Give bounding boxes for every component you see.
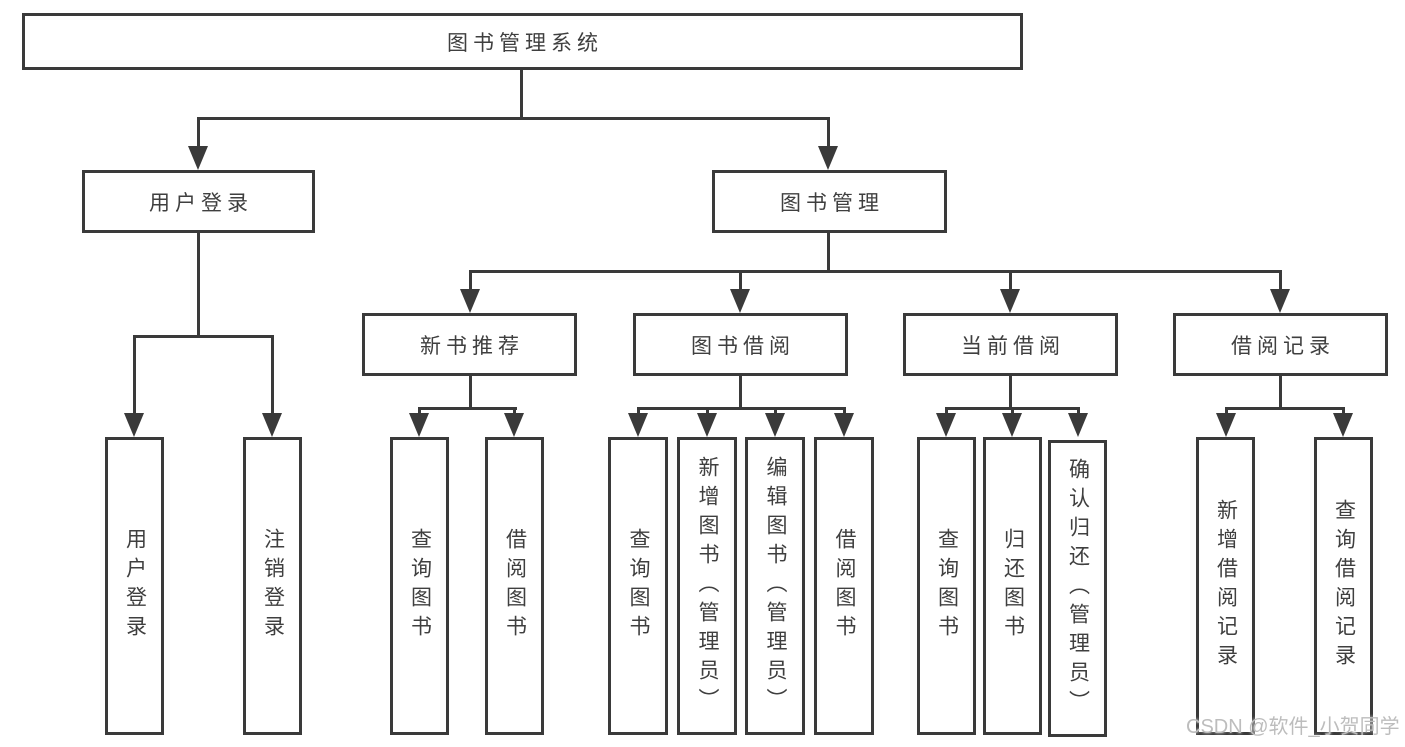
leaf-query-book-recommend: 查询图书 xyxy=(390,437,449,735)
leaf-edit-book-admin: 编辑图书（管理员） xyxy=(745,437,805,735)
leaf-user-login: 用户登录 xyxy=(105,437,164,735)
connector-to-leaf-query-record xyxy=(1342,407,1345,417)
connector-to-leaf-add-record xyxy=(1225,407,1228,417)
leaf-add-borrow-record: 新增借阅记录 xyxy=(1196,437,1255,735)
arrowhead-leaf-return-book xyxy=(1002,413,1022,437)
connector-current-borrow-trunk xyxy=(1009,373,1012,410)
arrowhead-leaf-query-book-2 xyxy=(628,413,648,437)
arrowhead-leaf-add-record xyxy=(1216,413,1236,437)
connector-new-book-recommend-trunk xyxy=(469,373,472,410)
connector-root-branch xyxy=(197,117,830,120)
arrowhead-book-management xyxy=(818,146,838,170)
node-library-system: 图书管理系统 xyxy=(22,13,1023,70)
connector-to-new-book-recommend xyxy=(469,270,472,292)
node-user-login: 用户登录 xyxy=(82,170,315,233)
connector-to-leaf-confirm-return xyxy=(1077,407,1080,417)
connector-to-leaf-add-book xyxy=(706,407,709,417)
node-current-borrow: 当前借阅 xyxy=(903,313,1118,376)
connector-to-leaf-edit-book xyxy=(774,407,777,417)
arrowhead-leaf-confirm-return xyxy=(1068,413,1088,437)
node-book-management: 图书管理 xyxy=(712,170,947,233)
connector-to-leaf-query-book-2 xyxy=(637,407,640,417)
node-new-book-recommend: 新书推荐 xyxy=(362,313,577,376)
leaf-borrow-book-recommend: 借阅图书 xyxy=(485,437,544,735)
connector-book-borrow-branch xyxy=(637,407,846,410)
arrowhead-leaf-query-record xyxy=(1333,413,1353,437)
arrowhead-book-borrow xyxy=(730,289,750,313)
connector-to-user-login xyxy=(197,117,200,149)
arrowhead-new-book-recommend xyxy=(460,289,480,313)
connector-to-leaf-logout xyxy=(271,335,274,415)
leaf-add-book-admin: 新增图书（管理员） xyxy=(677,437,737,735)
connector-book-management-trunk xyxy=(827,233,830,273)
connector-to-leaf-borrow-book-2 xyxy=(843,407,846,417)
arrowhead-leaf-logout xyxy=(262,413,282,437)
arrowhead-leaf-add-book xyxy=(697,413,717,437)
leaf-query-book-borrow: 查询图书 xyxy=(608,437,668,735)
connector-to-leaf-borrow-book-1 xyxy=(513,407,516,417)
connector-new-book-recommend-branch xyxy=(418,407,517,410)
connector-borrow-record-trunk xyxy=(1279,373,1282,410)
leaf-confirm-return-admin: 确认归还（管理员） xyxy=(1048,440,1107,737)
leaf-query-book-current: 查询图书 xyxy=(917,437,976,735)
leaf-borrow-book: 借阅图书 xyxy=(814,437,874,735)
arrowhead-leaf-borrow-book-1 xyxy=(504,413,524,437)
arrowhead-leaf-borrow-book-2 xyxy=(834,413,854,437)
arrowhead-current-borrow xyxy=(1000,289,1020,313)
connector-to-leaf-query-book-3 xyxy=(945,407,948,417)
arrowhead-leaf-user-login xyxy=(124,413,144,437)
node-borrow-record: 借阅记录 xyxy=(1173,313,1388,376)
connector-user-login-branch xyxy=(133,335,274,338)
connector-to-leaf-user-login xyxy=(133,335,136,415)
connector-to-book-borrow xyxy=(739,270,742,292)
connector-to-leaf-return-book xyxy=(1011,407,1014,417)
node-book-borrow: 图书借阅 xyxy=(633,313,848,376)
arrowhead-borrow-record xyxy=(1270,289,1290,313)
leaf-logout: 注销登录 xyxy=(243,437,302,735)
connector-to-current-borrow xyxy=(1009,270,1012,292)
arrowhead-user-login xyxy=(188,146,208,170)
connector-to-book-management xyxy=(827,117,830,149)
connector-book-borrow-trunk xyxy=(739,373,742,410)
leaf-return-book: 归还图书 xyxy=(983,437,1042,735)
arrowhead-leaf-query-book-3 xyxy=(936,413,956,437)
connector-to-leaf-query-book-1 xyxy=(418,407,421,417)
connector-to-borrow-record xyxy=(1279,270,1282,292)
arrowhead-leaf-query-book-1 xyxy=(409,413,429,437)
leaf-query-borrow-record: 查询借阅记录 xyxy=(1314,437,1373,735)
csdn-watermark: CSDN @软件_小贺同学 xyxy=(1186,716,1400,738)
arrowhead-leaf-edit-book xyxy=(765,413,785,437)
connector-user-login-trunk xyxy=(197,233,200,337)
connector-root-trunk xyxy=(520,68,523,119)
connector-book-management-branch xyxy=(469,270,1282,273)
connector-borrow-record-branch xyxy=(1225,407,1345,410)
